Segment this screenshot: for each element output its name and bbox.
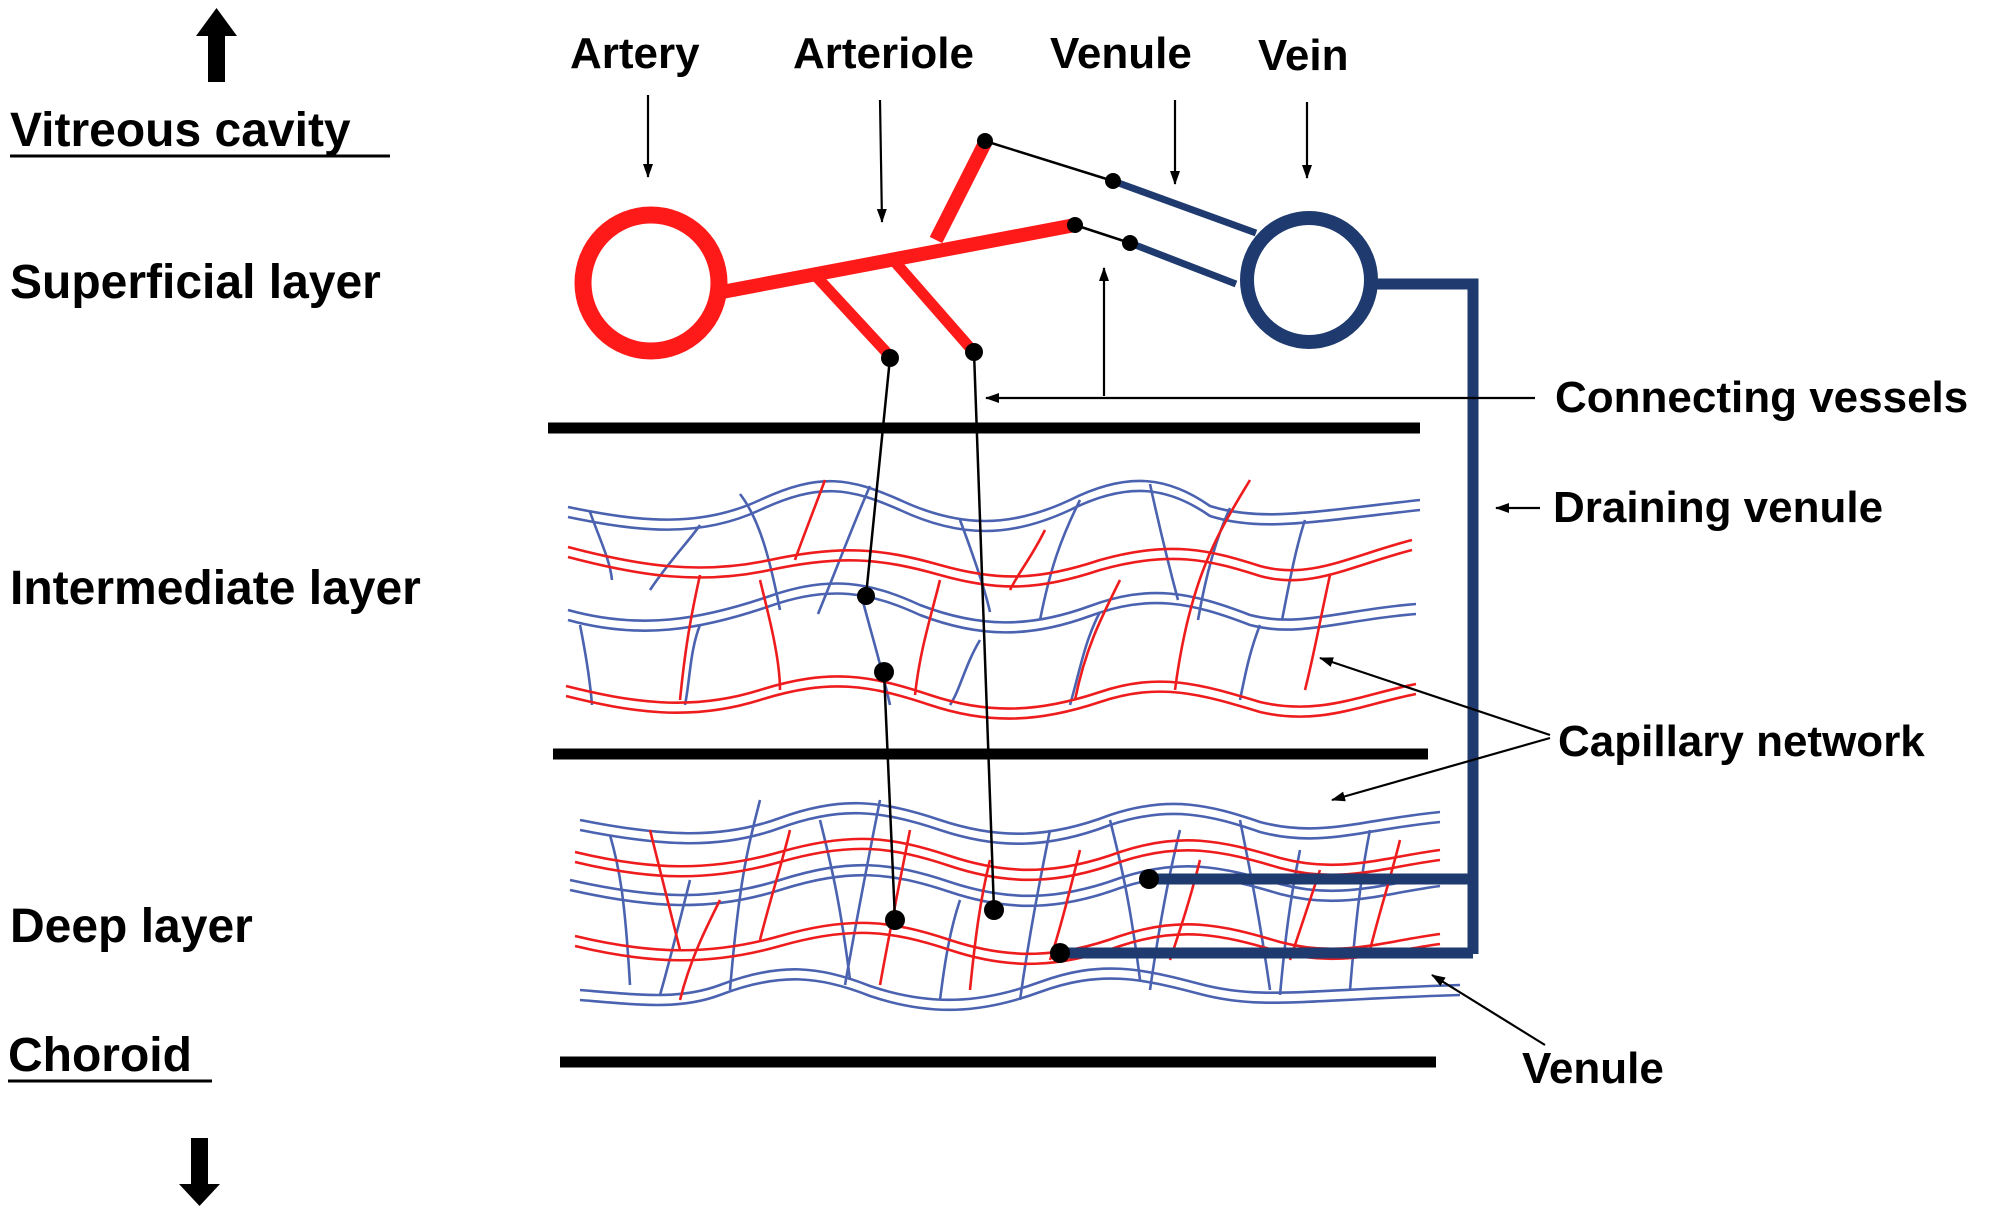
arteriole — [720, 139, 1077, 358]
vitreous-cavity-label: Vitreous cavity — [10, 104, 351, 157]
venule-bottom-label: Venule — [1522, 1044, 1664, 1093]
pointer-arrows — [643, 95, 1551, 1046]
superficial-layer-label: Superficial layer — [10, 256, 381, 309]
down-arrow-icon — [179, 1138, 220, 1206]
connecting-vessels — [864, 139, 1131, 921]
capillary-network-pointer-intermediate — [1319, 656, 1551, 737]
artery-label: Artery — [570, 29, 700, 78]
vein-label: Vein — [1258, 31, 1349, 80]
deep-layer-label: Deep layer — [10, 900, 253, 953]
intermediate-layer-label: Intermediate layer — [10, 562, 421, 615]
capillary-network-pointer-deep — [1331, 736, 1551, 802]
draining-venule — [1060, 278, 1479, 959]
connecting-vessels-label: Connecting vessels — [1555, 373, 1968, 422]
arteriole-label: Arteriole — [793, 29, 974, 78]
choroid-label: Choroid — [8, 1029, 192, 1082]
up-arrow-icon — [196, 8, 237, 82]
intermediate-capillary-network — [565, 479, 1421, 720]
artery — [574, 206, 728, 360]
connection-nodes — [857, 133, 1159, 963]
deep-capillary-network — [569, 799, 1461, 1012]
arteriole-pointer — [876, 99, 887, 223]
draining-venule-label: Draining venule — [1553, 483, 1883, 532]
superficial-venules — [1111, 177, 1258, 288]
venule-top-label: Venule — [1050, 29, 1192, 78]
vein — [1240, 211, 1378, 349]
capillary-network-label: Capillary network — [1558, 717, 1925, 766]
venule-bottom-pointer — [1431, 974, 1546, 1046]
